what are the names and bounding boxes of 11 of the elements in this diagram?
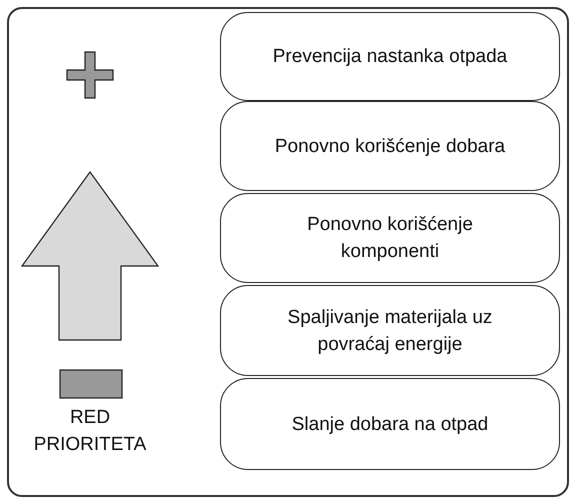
axis-label: RED PRIORITETA (32, 406, 148, 457)
box-text: Spaljivanje materijala uz povraćaj energije (286, 306, 494, 356)
process-box (220, 285, 560, 376)
box-text: Slanje dobara na otpad (292, 412, 488, 436)
process-box (220, 378, 560, 470)
process-box (220, 101, 560, 191)
process-box (220, 12, 560, 101)
process-box (220, 193, 560, 283)
box-text: Ponovno korišćenje dobara (274, 134, 506, 158)
box-text: Ponovno korišćenje komponenti (306, 213, 474, 264)
box-text: Prevencija nastanka otpada (272, 45, 508, 69)
